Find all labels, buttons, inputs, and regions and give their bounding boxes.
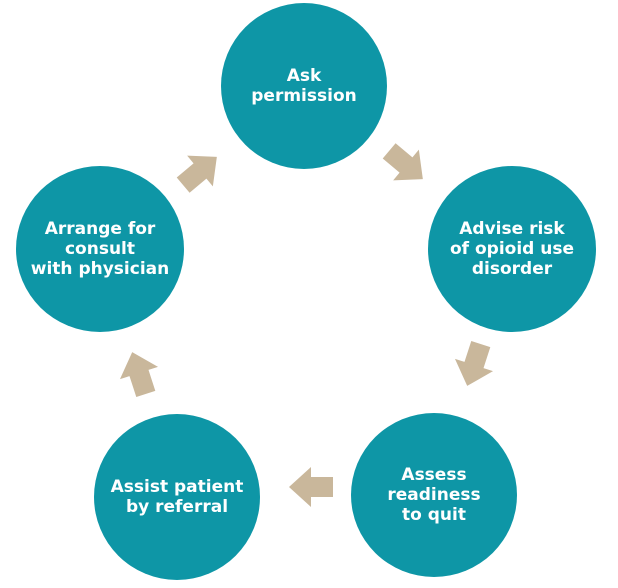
cycle-arrow-icon [287,463,335,511]
node-assist-patient: Assist patient by referral [94,414,260,580]
cycle-arrow-icon [115,349,163,398]
node-label: Assess readiness to quit [387,465,481,525]
node-arrange-consult: Arrange for consult with physician [16,166,184,332]
cycle-arrow-icon [382,141,430,189]
node-assess-readiness: Assess readiness to quit [351,413,517,577]
node-label: Arrange for consult with physician [30,219,170,279]
node-advise-risk: Advise risk of opioid use disorder [428,166,596,332]
node-label: Advise risk of opioid use disorder [449,219,574,279]
cycle-arrow-icon [450,340,498,389]
node-label: Ask permission [251,66,357,106]
node-ask-permission: Ask permission [221,3,387,169]
node-label: Assist patient by referral [110,477,244,517]
cycle-arrow-icon [176,147,224,195]
